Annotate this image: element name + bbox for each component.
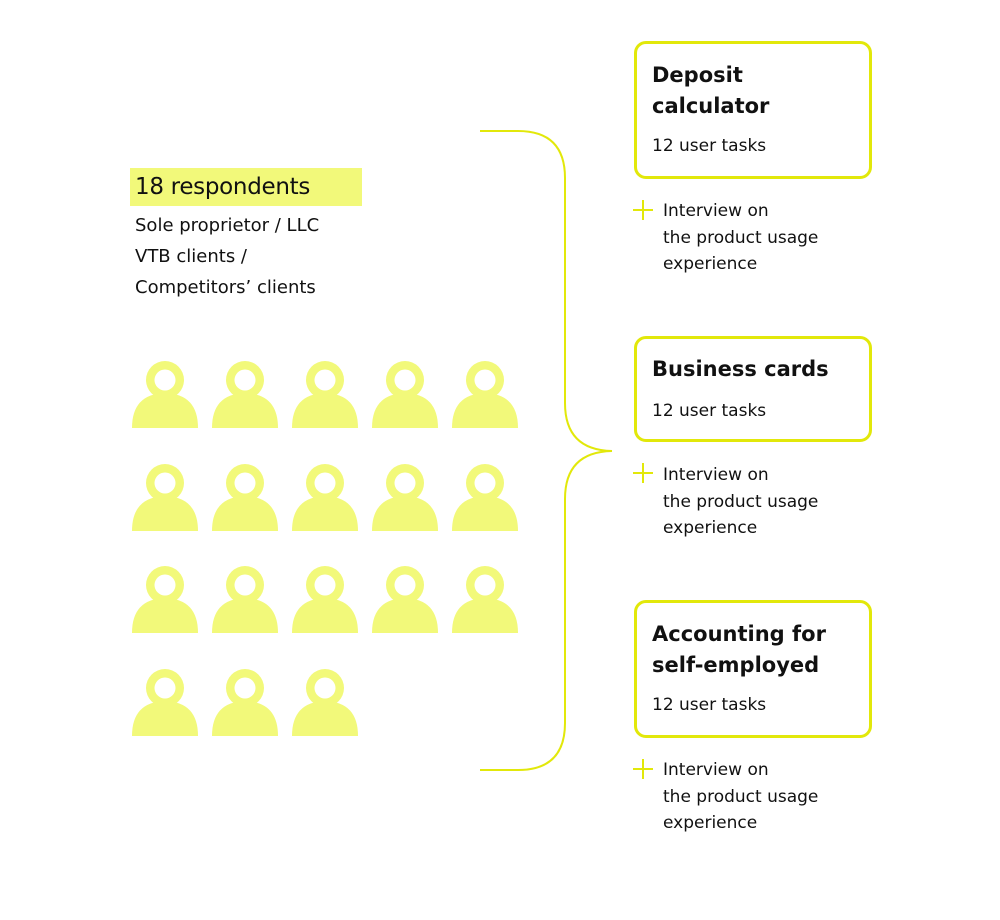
person-icon (451, 565, 519, 635)
card-tasks: 12 user tasks (652, 136, 767, 156)
person-icon (131, 463, 199, 533)
person-icon (291, 565, 359, 635)
person-icon (451, 463, 519, 533)
plus-icon (633, 759, 653, 779)
respondent-segment: Competitors’ clients (135, 277, 316, 298)
plus-icon (633, 463, 653, 483)
card-tasks: 12 user tasks (652, 401, 767, 421)
person-icon (371, 565, 439, 635)
person-icon (131, 668, 199, 738)
person-icon (131, 360, 199, 430)
person-icon (291, 463, 359, 533)
person-icon (131, 565, 199, 635)
product-card-business-cards: Business cards 12 user tasks (634, 336, 872, 442)
respondents-title: 18 respondents (135, 174, 311, 200)
plus-icon (633, 200, 653, 220)
person-icon (291, 668, 359, 738)
person-icon (211, 565, 279, 635)
person-icon (371, 463, 439, 533)
respondent-segment: VTB clients / (135, 246, 247, 267)
respondents-heading: 18 respondents (130, 168, 362, 206)
person-icon (211, 360, 279, 430)
person-icon (451, 360, 519, 430)
card-tasks: 12 user tasks (652, 695, 767, 715)
person-icon (211, 668, 279, 738)
person-icon (371, 360, 439, 430)
person-icon (211, 463, 279, 533)
card-title: Business cards (652, 357, 829, 381)
respondent-segment: Sole proprietor / LLC (135, 215, 320, 236)
person-icon (291, 360, 359, 430)
respondents-description: Sole proprietor / LLC VTB clients / Comp… (135, 210, 319, 303)
